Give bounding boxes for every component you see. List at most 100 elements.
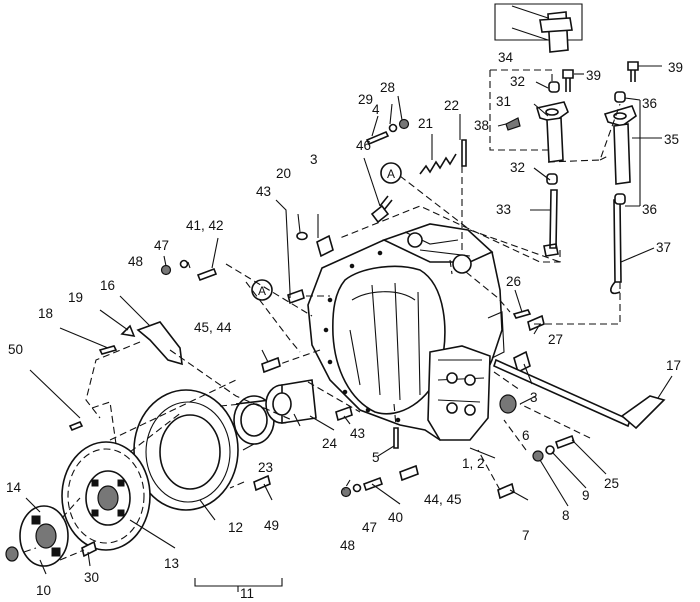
callout-35: 35: [664, 132, 679, 147]
callout-6: 6: [522, 428, 530, 443]
shift-rod-33: [543, 189, 559, 257]
callout-14: 14: [6, 480, 22, 495]
part-34-assembly: [494, 3, 583, 53]
bolt-49: [253, 474, 271, 492]
collar-32a: [548, 81, 560, 93]
bolt-46: [370, 195, 393, 224]
callout-12: 12: [228, 520, 243, 535]
bolt-39a: [562, 69, 574, 92]
ref-marker-a2: [251, 279, 273, 301]
callout-26: 26: [506, 274, 521, 289]
hub-14: [19, 505, 69, 567]
callout-47a: 47: [154, 238, 169, 253]
bolt-44-45a: [261, 356, 281, 374]
sleeve-24: [265, 379, 317, 424]
callout-18: 18: [38, 306, 53, 321]
bracket-11: [194, 578, 283, 592]
callout-40: 40: [388, 510, 403, 525]
pin-5: [393, 427, 399, 449]
ref-a2-label: A: [258, 284, 266, 298]
callout-32b: 32: [510, 160, 525, 175]
callout-43b: 43: [350, 426, 365, 441]
callout-31: 31: [496, 94, 511, 109]
callout-4: 4: [372, 102, 380, 117]
stud-25: [554, 434, 576, 450]
callout-36b: 36: [642, 202, 657, 217]
callout-22: 22: [444, 98, 459, 113]
spring-21: [419, 153, 457, 175]
guide-lines-dashed: [23, 69, 621, 561]
pin-18: [98, 345, 118, 355]
clip-19: [120, 324, 136, 338]
collar-32b: [546, 173, 558, 185]
callout-11: 11: [240, 586, 254, 601]
callout-labels: 1, 2 3 3 4 5 6 7 8 9 10 11 12 13 14 16 1…: [6, 50, 683, 601]
shift-rod-37: [610, 199, 622, 295]
callout-10: 10: [36, 583, 51, 598]
callout-23: 23: [258, 460, 273, 475]
shaft-35: [603, 105, 637, 185]
bolt-44-45b: [399, 464, 419, 482]
callout-34: 34: [498, 50, 514, 65]
callout-33: 33: [496, 202, 511, 217]
callout-30: 30: [84, 570, 99, 585]
callout-45-44: 45, 44: [194, 320, 232, 335]
nut-48a: [160, 264, 172, 276]
collar-36a: [614, 91, 626, 103]
clutch-disc-13: [61, 441, 151, 551]
callout-24: 24: [322, 436, 338, 451]
stud-4: [365, 130, 390, 146]
plug-38: [505, 117, 521, 131]
washer-8: [532, 450, 544, 462]
callout-5: 5: [372, 450, 380, 465]
callout-1-2: 1, 2: [462, 456, 485, 471]
plug-6: [499, 394, 517, 414]
washer-47a: [179, 259, 189, 269]
callout-50: 50: [8, 342, 23, 357]
callout-41-42: 41, 42: [186, 218, 224, 233]
collar-36b: [614, 193, 626, 205]
callout-46: 46: [356, 138, 371, 153]
callout-38: 38: [474, 118, 489, 133]
callout-13: 13: [164, 556, 179, 571]
callout-28: 28: [380, 80, 395, 95]
leader-lines: [25, 65, 673, 575]
callout-20: 20: [276, 166, 291, 181]
clutch-housing: [307, 223, 505, 441]
stud-41-42: [196, 267, 218, 282]
pin-50: [68, 420, 84, 432]
nut-10: [5, 546, 19, 562]
bushing-3-lower: [513, 350, 531, 374]
callout-27: 27: [548, 332, 563, 347]
callout-16: 16: [100, 278, 115, 293]
nut-28: [398, 118, 410, 130]
callout-49: 49: [264, 518, 279, 533]
callout-44-45: 44, 45: [424, 492, 462, 507]
ref-marker-a1: [380, 162, 402, 184]
callout-3b: 3: [530, 390, 538, 405]
callout-3a: 3: [310, 152, 318, 167]
callout-19: 19: [68, 290, 83, 305]
callout-48b: 48: [340, 538, 355, 553]
callout-48a: 48: [128, 254, 143, 269]
callout-7: 7: [522, 528, 530, 543]
callout-21: 21: [418, 116, 433, 131]
callout-37: 37: [656, 240, 671, 255]
bolt-43a: [287, 288, 305, 305]
washer-47b: [352, 483, 362, 493]
callout-43a: 43: [256, 184, 271, 199]
callout-36a: 36: [642, 96, 657, 111]
callout-29: 29: [358, 92, 373, 107]
callout-8: 8: [562, 508, 570, 523]
bolt-27: [527, 314, 545, 332]
shaft-17: [493, 358, 666, 430]
nut-48b: [340, 486, 352, 498]
release-fork-16: [136, 321, 183, 366]
callout-47b: 47: [362, 520, 377, 535]
ref-a1-label: A: [387, 167, 395, 181]
bolt-30: [81, 540, 97, 558]
washer-29: [388, 123, 398, 133]
bolt-39b: [627, 61, 639, 82]
